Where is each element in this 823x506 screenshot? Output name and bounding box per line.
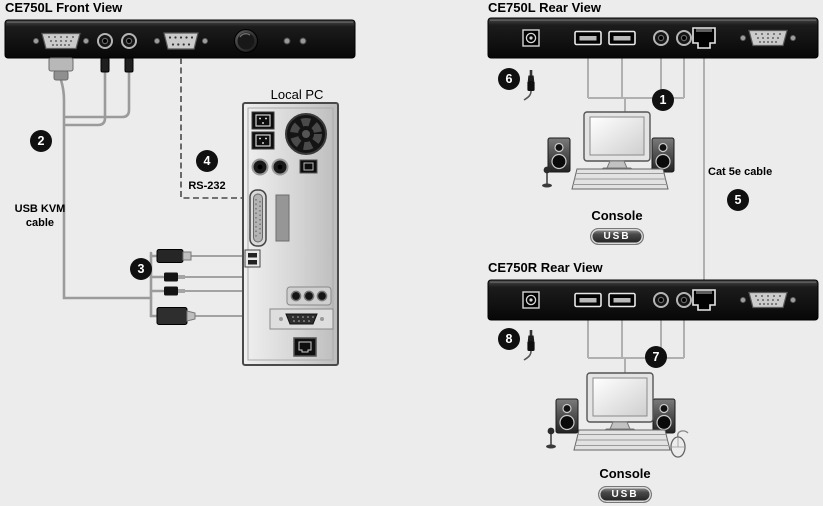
front-view-title: CE750L Front View [5, 0, 123, 15]
console-cables-bottom [587, 318, 685, 374]
pc-fan [285, 113, 327, 155]
keyboard-top [571, 168, 669, 190]
pc-slot-bar [275, 194, 290, 242]
front-knob [234, 29, 258, 53]
front-led-2 [299, 37, 307, 45]
speaker-right-top [651, 137, 675, 173]
pc-serial-parallel-port [249, 189, 267, 247]
rs232-cable-line [180, 58, 247, 199]
usb-a-connector [156, 249, 192, 263]
local-pc-tower [242, 102, 339, 366]
usb-badge-top: USB [590, 228, 644, 245]
console-bottom [545, 372, 689, 458]
usb-kvm-cable-lines [59, 70, 165, 318]
usb-kvm-cable-label-line1: USB KVM [14, 203, 66, 215]
audio-plug-connector-1 [100, 57, 110, 73]
local-pc-label: Local PC [270, 87, 324, 102]
rear-l-view-title: CE750L Rear View [488, 0, 601, 15]
pc-audio-jacks [286, 286, 332, 306]
speaker-left-top [547, 137, 571, 173]
cat5e-cable-label: Cat 5e cable [708, 166, 773, 178]
callout-8: 8 [498, 328, 520, 350]
audio-plug-icon-bottom [523, 329, 536, 361]
usb-badge-bottom: USB [598, 486, 652, 503]
pc-usb-ports [244, 249, 261, 268]
pc-audio-plug-1 [164, 272, 185, 282]
audio-jack-1 [97, 33, 113, 49]
callout-5: 5 [727, 189, 749, 211]
callout-1: 1 [652, 89, 674, 111]
console-top [541, 111, 675, 190]
pc-vga-port [269, 308, 334, 330]
pc-power-socket-2 [251, 131, 275, 150]
pc-power-socket-1 [251, 111, 275, 130]
console-label-top: Console [591, 208, 643, 223]
callout-7: 7 [645, 346, 667, 368]
speaker-right-bottom [652, 398, 676, 434]
ce750l-rear-panel [488, 18, 818, 58]
pc-power-switch [299, 159, 318, 174]
console-label-bottom: Console [599, 466, 651, 481]
ce750l-front-panel [4, 19, 356, 59]
callout-3: 3 [130, 258, 152, 280]
callout-2: 2 [30, 130, 52, 152]
audio-jack-2 [121, 33, 137, 49]
callout-4: 4 [196, 150, 218, 172]
monitor-top [583, 111, 651, 174]
pc-ethernet-port [293, 337, 317, 357]
kvm-cable-vga-connector [48, 57, 74, 81]
pc-audio-plug-2 [164, 286, 185, 296]
rear-r-view-title: CE750R Rear View [488, 260, 603, 275]
front-led-1 [283, 37, 291, 45]
audio-plug-connector-2 [124, 57, 134, 73]
audio-plug-icon-top [523, 69, 536, 101]
speaker-left-bottom [555, 398, 579, 434]
callout-6: 6 [498, 68, 520, 90]
pc-ps2-ports [251, 158, 289, 176]
ce750r-rear-panel [488, 280, 818, 320]
monitor-bottom [586, 372, 654, 435]
usb-kvm-cable-label-line2: cable [25, 217, 55, 229]
rs232-label: RS-232 [188, 180, 226, 192]
keyboard-bottom [573, 429, 671, 451]
mouse-bottom [670, 430, 689, 458]
vga-male-connector [156, 307, 196, 325]
microphone-bottom [545, 426, 557, 450]
